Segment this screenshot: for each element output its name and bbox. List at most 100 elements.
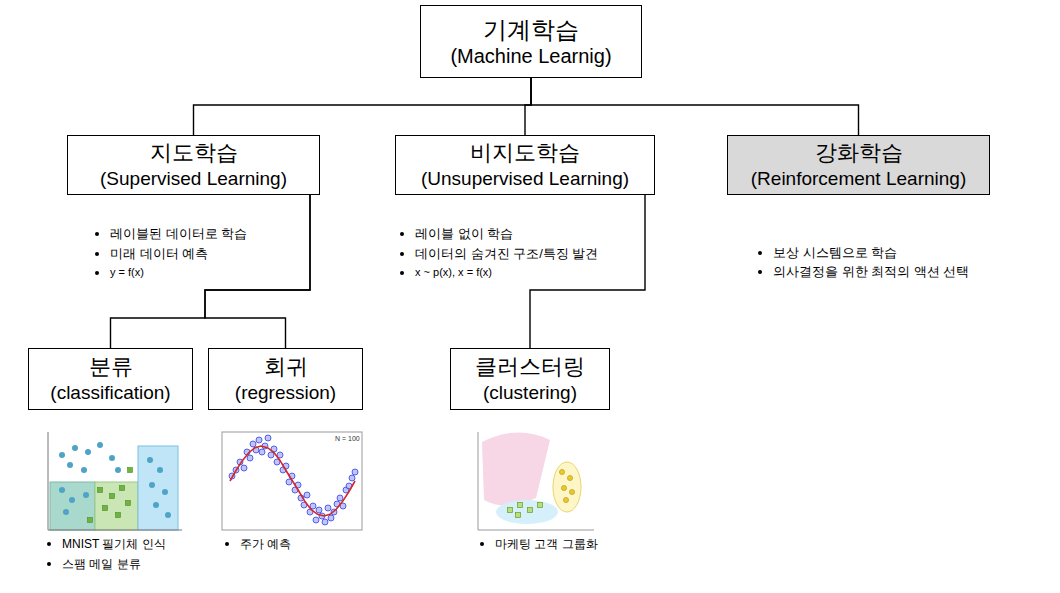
data-point: [316, 507, 322, 513]
data-square: [518, 503, 523, 508]
data-point: [165, 512, 171, 518]
node-title: 강화학습: [815, 140, 903, 167]
data-point: [349, 475, 355, 481]
label-text: 주가 예측: [240, 537, 291, 551]
bullet-item: 스팸 메일 분류: [47, 557, 141, 571]
data-square: [88, 518, 93, 523]
plot-frame: [222, 432, 362, 530]
category-box: 기계학습(Machine Learnig): [420, 5, 642, 78]
bullet-item: y = f(x): [95, 266, 144, 279]
data-square: [128, 468, 133, 473]
data-point: [268, 452, 274, 458]
data-point: [97, 442, 103, 448]
data-square: [126, 501, 131, 506]
tree-connector: [531, 78, 859, 135]
data-square: [116, 513, 121, 518]
class-region: [138, 446, 178, 530]
bullet-item: MNIST 필기체 인식: [47, 537, 166, 551]
data-square: [110, 494, 115, 499]
data-point: [337, 495, 343, 501]
label-text: y = f(x): [110, 266, 144, 279]
bullet-dot: [400, 252, 404, 256]
data-point: [313, 517, 319, 523]
bullet-dot: [95, 271, 99, 275]
data-square: [516, 513, 521, 518]
plot-axis: [478, 432, 479, 530]
data-point: [247, 455, 253, 461]
label-text: 레이블 없이 학습: [415, 226, 513, 242]
label-text: N = 100: [335, 435, 360, 443]
data-square: [103, 506, 108, 511]
classification-plot: [48, 432, 182, 530]
tree-connector: [525, 78, 531, 135]
category-box: 클러스터링(clustering): [450, 348, 610, 410]
bullet-item: 마케팅 고객 그룹화: [480, 537, 598, 551]
bullet-item: 보상 시스템으로 학습: [758, 245, 897, 261]
cluster-region: [496, 500, 558, 524]
data-square: [508, 508, 513, 513]
data-point: [153, 502, 159, 508]
node-title: 클러스터링: [475, 354, 585, 381]
data-point: [72, 445, 78, 451]
data-point: [69, 497, 75, 503]
bullet-item: 레이블 없이 학습: [400, 226, 513, 242]
class-region: [50, 482, 95, 530]
bullet-item: 미래 데이터 예측: [95, 246, 208, 262]
node-subtitle: (Unsupervised Learning): [421, 167, 629, 190]
label-text: 마케팅 고객 그룹화: [495, 537, 598, 551]
category-box: 비지도학습(Unsupervised Learning): [395, 135, 655, 195]
node-title: 기계학습: [483, 15, 579, 44]
data-point: [325, 505, 331, 511]
bullet-item: x ~ p(x), x = f(x): [400, 266, 492, 279]
category-box: 회귀(regression): [208, 348, 363, 410]
data-point: [322, 519, 328, 525]
node-title: 지도학습: [150, 140, 238, 167]
data-point: [157, 467, 163, 473]
data-point: [559, 469, 564, 474]
plot-axis: [48, 432, 49, 530]
node-title: 비지도학습: [470, 140, 580, 167]
bullet-dot: [480, 542, 484, 546]
data-point: [149, 482, 155, 488]
category-box: 지도학습(Supervised Learning): [67, 135, 320, 195]
data-point: [567, 475, 572, 480]
tree-connector: [111, 195, 311, 348]
data-square: [528, 508, 533, 513]
bullet-dot: [225, 542, 229, 546]
data-point: [241, 465, 247, 471]
data-point: [250, 441, 256, 447]
fit-curve: [230, 446, 355, 516]
data-point: [328, 515, 334, 521]
data-point: [563, 497, 568, 502]
data-point: [162, 489, 168, 495]
data-square: [120, 486, 125, 491]
data-point: [59, 487, 65, 493]
data-point: [304, 492, 310, 498]
data-point: [569, 489, 574, 494]
data-point: [85, 449, 91, 455]
bullet-item: 데이터의 숨겨진 구조/특징 발견: [400, 246, 598, 262]
data-point: [352, 469, 358, 475]
data-point: [109, 455, 115, 461]
plot-annotation: N = 100: [335, 435, 360, 443]
bullet-dot: [95, 232, 99, 236]
category-box: 분류(classification): [28, 348, 193, 410]
node-subtitle: (clustering): [483, 381, 577, 404]
data-point: [115, 467, 121, 473]
data-point: [67, 462, 73, 468]
label-text: x ~ p(x), x = f(x): [415, 266, 492, 279]
data-point: [81, 467, 87, 473]
data-point: [256, 437, 262, 443]
node-subtitle: (Supervised Learning): [100, 167, 287, 190]
regression-plot: [222, 432, 362, 530]
tree-connector: [530, 195, 645, 348]
data-square: [538, 503, 543, 508]
label-text: 데이터의 숨겨진 구조/특징 발견: [415, 246, 598, 262]
tree-connector: [194, 78, 532, 135]
cluster-region: [553, 462, 581, 512]
bullet-item: 의사결정을 위한 최적의 액션 선택: [758, 264, 969, 280]
data-point: [259, 449, 265, 455]
label-text: 스팸 메일 분류: [62, 557, 141, 571]
